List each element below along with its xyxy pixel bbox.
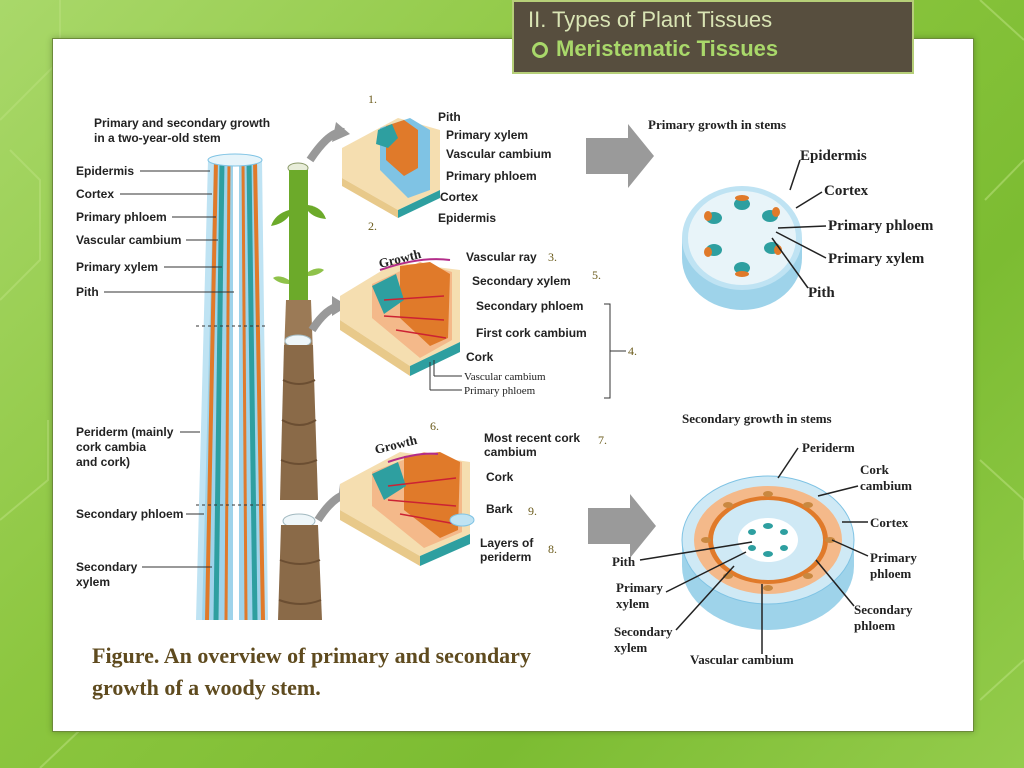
label-vascular-cambium: Vascular cambium: [76, 233, 181, 247]
primary-cross-section: [682, 159, 827, 310]
primary-wedge: [342, 118, 440, 218]
sc-label-secondary-xylem-1: Secondary: [614, 624, 673, 639]
wedge1-labels: Pith Primary xylem Vascular cambium Prim…: [438, 110, 551, 225]
left-stem-labels: Primary and secondary growth in a two-ye…: [76, 116, 270, 589]
label-periderm-3: and cork): [76, 455, 130, 469]
label-primary-phloem: Primary phloem: [76, 210, 167, 224]
secondary-wedge-1: [340, 258, 460, 376]
number-3: 3.: [548, 250, 557, 264]
label-primary-xylem: Primary xylem: [76, 260, 158, 274]
pc-label-pith: Pith: [808, 285, 835, 301]
growing-shoot: [271, 122, 354, 620]
label-periderm-1: Periderm (mainly: [76, 425, 174, 439]
sc-label-primary-xylem-1: Primary: [616, 580, 663, 595]
sc-label-secondary-phloem-2: phloem: [854, 618, 895, 633]
number-8: 8.: [548, 542, 557, 556]
w2-label-first-cork-cambium: First cork cambium: [476, 326, 587, 340]
w1-label-primary-phloem: Primary phloem: [446, 169, 537, 183]
sc-label-primary-xylem-2: xylem: [616, 596, 649, 611]
sc-label-cork-2: cambium: [860, 478, 912, 493]
bullet-icon: [532, 42, 548, 58]
pc-label-epidermis: Epidermis: [800, 148, 867, 164]
w3-label-most-recent-2: cambium: [484, 445, 537, 459]
label-cortex: Cortex: [76, 187, 114, 201]
number-5: 5.: [592, 268, 601, 282]
left-stem-title-2: in a two-year-old stem: [94, 131, 221, 145]
arrow-to-secondary-icon: [588, 494, 656, 558]
secondary-cross-section: [639, 447, 869, 654]
sc-label-cork-1: Cork: [860, 462, 890, 477]
two-year-stem: [196, 153, 268, 621]
label-secondary-xylem-1: Secondary: [76, 560, 138, 574]
title-box: II. Types of Plant Tissues Meristematic …: [512, 0, 914, 74]
figure-caption: Figure. An overview of primary and secon…: [92, 643, 531, 700]
arrow-to-primary-icon: [586, 124, 654, 188]
w3-label-cork: Cork: [486, 470, 514, 484]
w3-label-layers-2: periderm: [480, 550, 531, 564]
w1-label-pith: Pith: [438, 110, 461, 124]
sc-label-primary-phloem-2: phloem: [870, 566, 911, 581]
sc-label-secondary-xylem-2: xylem: [614, 640, 647, 655]
number-7: 7.: [598, 433, 607, 447]
w2-label-cork: Cork: [466, 350, 494, 364]
w1-label-epidermis: Epidermis: [438, 211, 496, 225]
w2-label-vascular-ray: Vascular ray: [466, 250, 537, 264]
sc-label-primary-phloem-1: Primary: [870, 550, 917, 565]
pc-label-cortex: Cortex: [824, 183, 869, 199]
w2-label-secondary-phloem: Secondary phloem: [476, 299, 583, 313]
number-1: 1.: [368, 92, 377, 106]
pc-label-primary-xylem: Primary xylem: [828, 251, 925, 267]
sc-label-vascular-cambium: Vascular cambium: [690, 652, 794, 667]
wedge3-labels: 6. Most recent cork cambium 7. Cork Bark…: [430, 419, 607, 564]
sc-label-cortex: Cortex: [870, 515, 909, 530]
w2-label-primary-phloem: Primary phloem: [464, 385, 536, 397]
w3-label-bark: Bark: [486, 502, 513, 516]
wedge2-labels: Vascular ray Secondary xylem Secondary p…: [429, 250, 637, 399]
w1-label-cortex: Cortex: [440, 190, 478, 204]
slide-subtitle: Meristematic Tissues: [556, 36, 779, 61]
number-2: 2.: [368, 219, 377, 233]
number-9: 9.: [528, 504, 537, 518]
number-4: 4.: [628, 344, 637, 358]
slide-title: II. Types of Plant Tissues: [528, 7, 773, 32]
label-secondary-phloem: Secondary phloem: [76, 507, 183, 521]
w3-label-layers-1: Layers of: [480, 536, 534, 550]
w1-label-vascular-cambium: Vascular cambium: [446, 147, 551, 161]
number-6: 6.: [430, 419, 439, 433]
label-secondary-xylem-2: xylem: [76, 575, 110, 589]
label-periderm-2: cork cambia: [76, 440, 146, 454]
label-epidermis: Epidermis: [76, 164, 134, 178]
w3-label-most-recent-1: Most recent cork: [484, 431, 580, 445]
sc-label-pith: Pith: [612, 554, 636, 569]
secondary-wedge-2: [340, 452, 475, 566]
label-pith: Pith: [76, 285, 99, 299]
w2-label-secondary-xylem: Secondary xylem: [472, 274, 571, 288]
left-stem-title-1: Primary and secondary growth: [94, 116, 270, 130]
sc-label-periderm: Periderm: [802, 440, 855, 455]
slide-subtitle-row: Meristematic Tissues: [528, 34, 898, 64]
pc-label-primary-phloem: Primary phloem: [828, 218, 934, 234]
w1-label-primary-xylem: Primary xylem: [446, 128, 528, 142]
secondary-circle-title: Secondary growth in stems: [682, 411, 832, 426]
primary-circle-title: Primary growth in stems: [648, 117, 786, 132]
w2-label-vascular-cambium: Vascular cambium: [464, 371, 546, 383]
sc-label-secondary-phloem-1: Secondary: [854, 602, 913, 617]
w3-growth-label: Growth: [373, 432, 419, 457]
